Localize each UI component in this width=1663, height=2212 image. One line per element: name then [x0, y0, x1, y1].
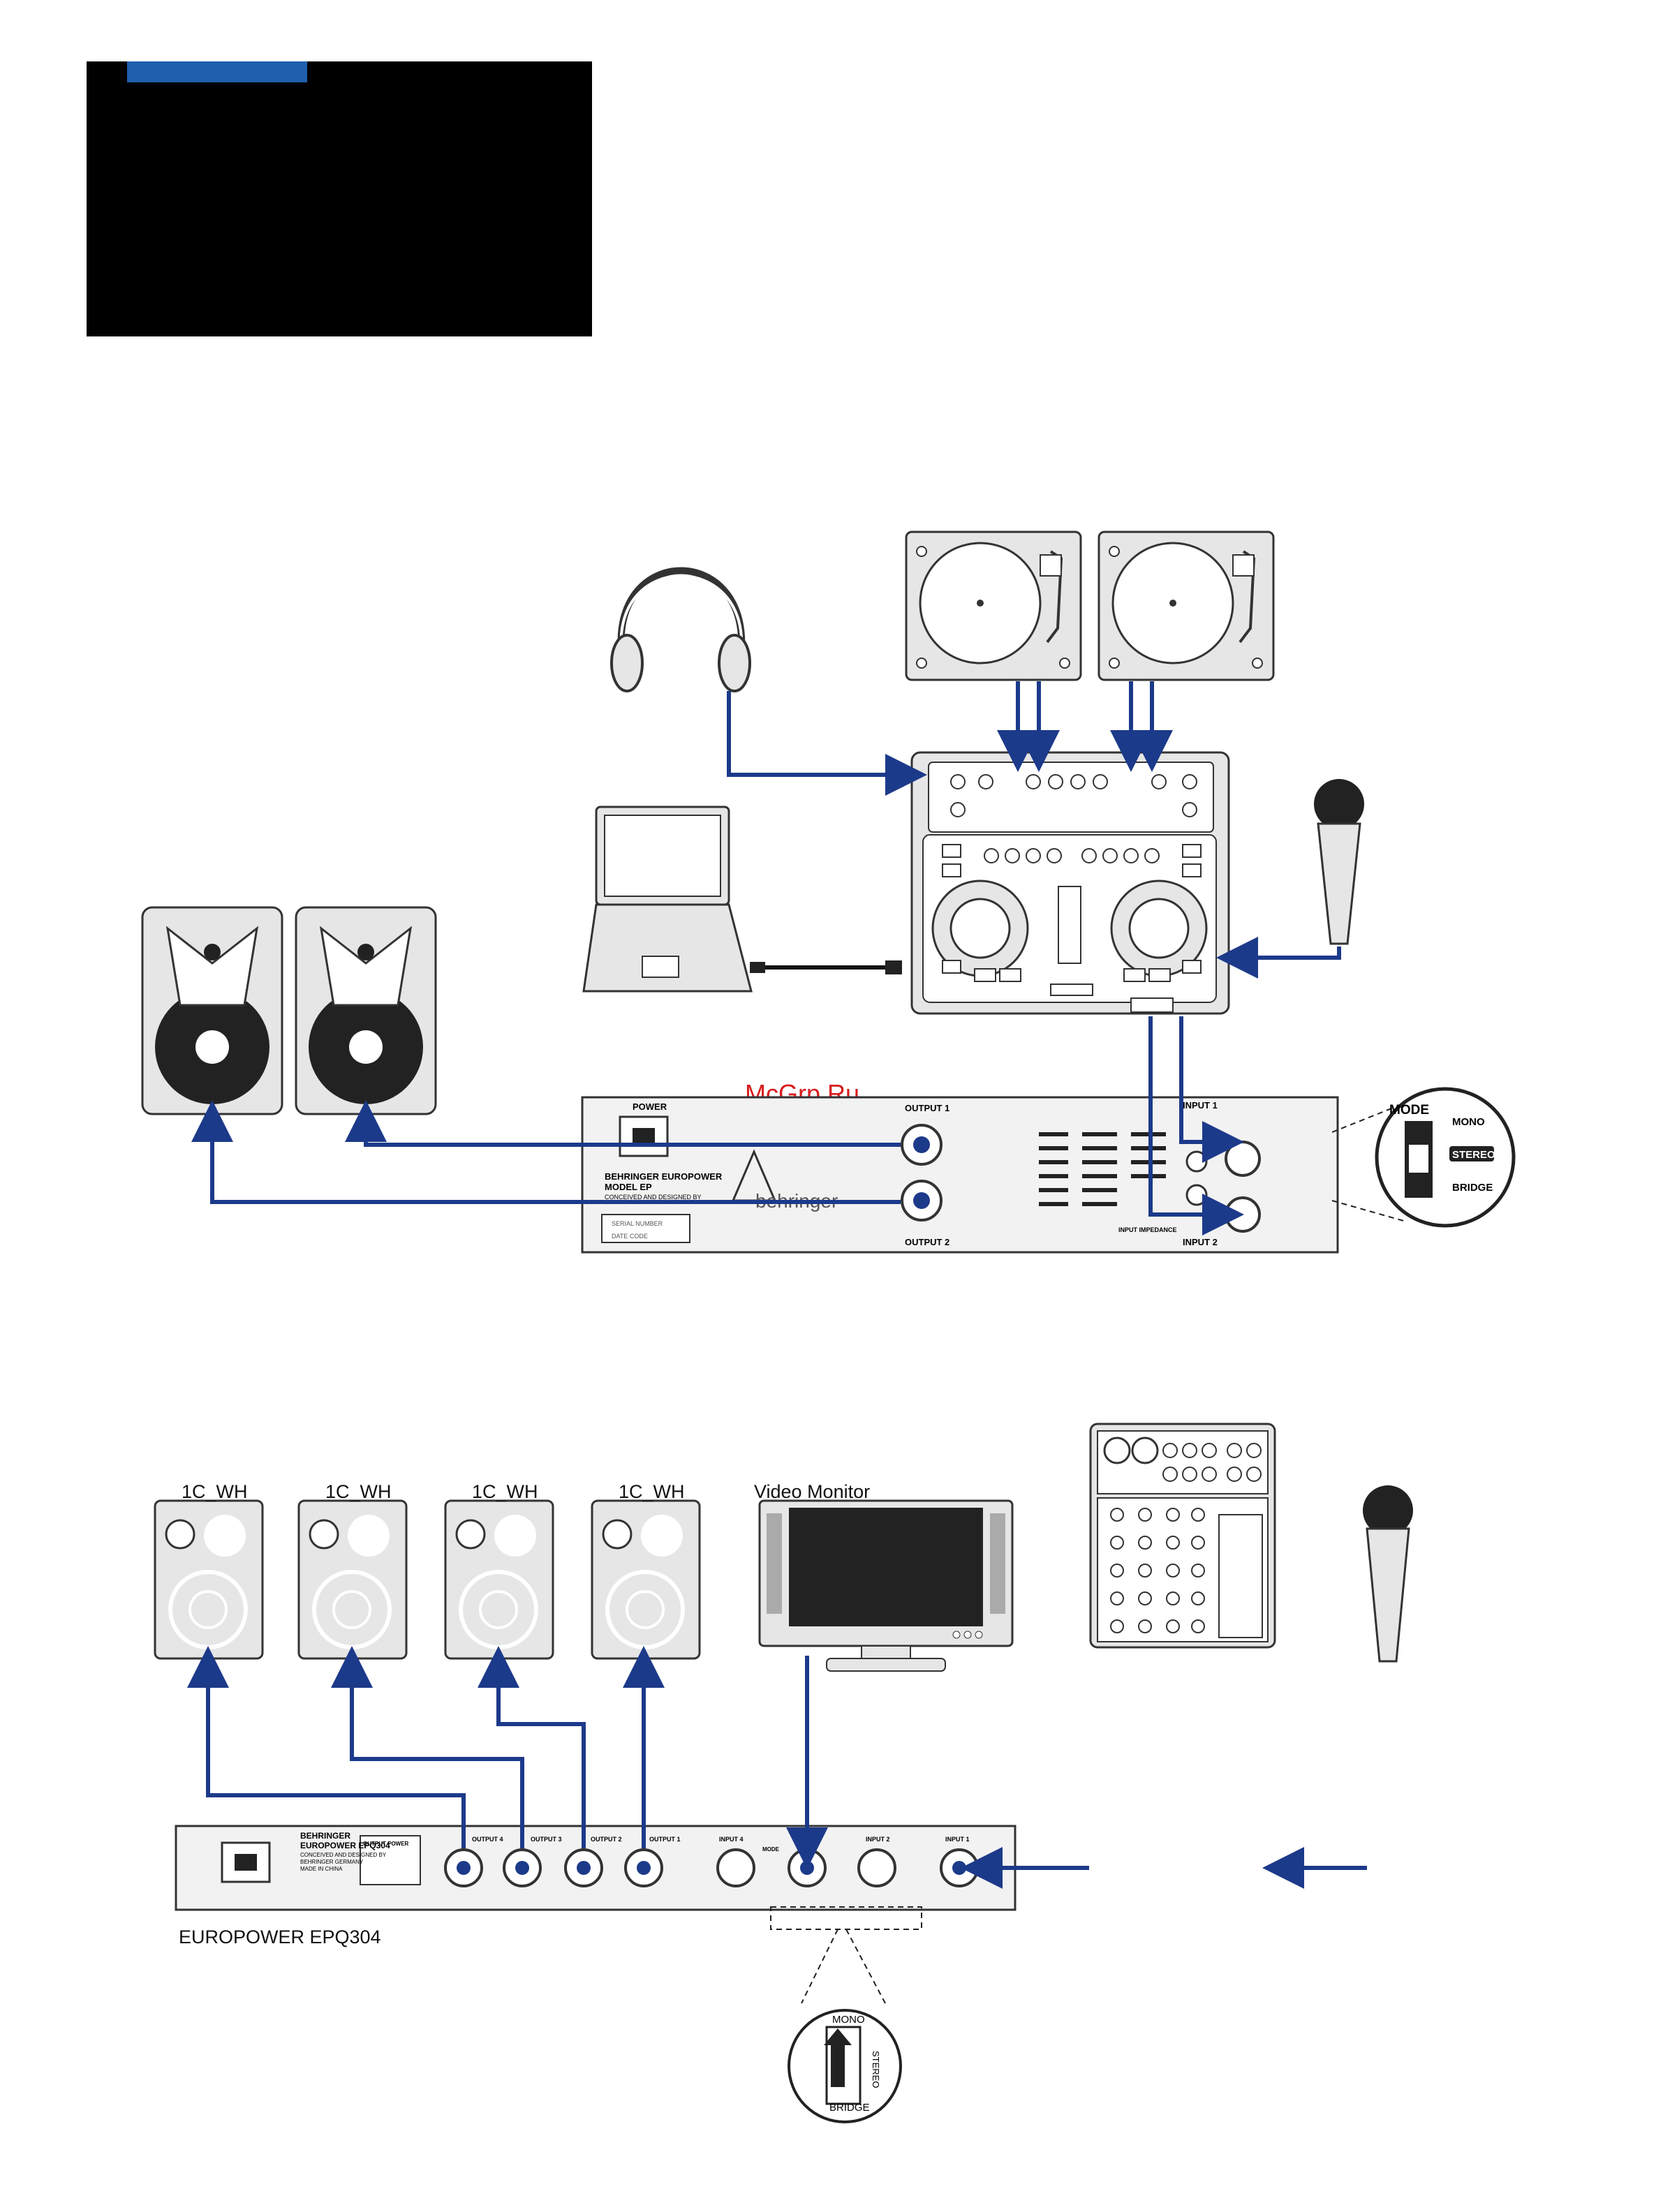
amp-output2-label: OUTPUT 2: [905, 1237, 949, 1247]
epq-brand-line5: MADE IN CHINA: [300, 1866, 343, 1872]
epq-input-1: INPUT 1: [945, 1836, 970, 1843]
usb-plug-1: [750, 962, 765, 973]
microphone-icon: [1314, 779, 1364, 945]
video-monitor-label: Video Monitor: [754, 1481, 871, 1502]
mode-bottom-bridge: BRIDGE: [829, 2102, 870, 2114]
amp-brand-line1: BEHRINGER EUROPOWER: [605, 1171, 723, 1182]
mode-callout-top: [1331, 1087, 1516, 1228]
cables-bottom: [187, 1646, 1367, 1889]
video-monitor: [758, 1499, 1014, 1672]
speaker-bottom-2: [297, 1499, 408, 1660]
epq-brand-line3: CONCEIVED AND DESIGNED BY: [300, 1852, 387, 1858]
amp-brand-line2: MODEL EP: [605, 1182, 652, 1192]
mode-bottom-stereo: STEREO: [871, 2051, 881, 2088]
speaker-label-4: 1C_WH: [619, 1481, 685, 1502]
amp-input2-label: INPUT 2: [1183, 1237, 1218, 1247]
turntable-2: [1097, 530, 1275, 681]
epq-brand-line2: EUROPOWER EPQ304: [300, 1841, 390, 1850]
epq-output-power: OUTPUT POWER: [363, 1841, 409, 1847]
speaker-label-3: 1C_WH: [472, 1481, 538, 1502]
speaker-bottom-1: [154, 1499, 264, 1660]
cables-top: [191, 681, 1341, 1235]
mode-bridge: BRIDGE: [1452, 1182, 1493, 1194]
speaker-top-2: [295, 906, 437, 1115]
amp-output1-label: OUTPUT 1: [905, 1103, 949, 1113]
epq-mode: MODE: [762, 1846, 780, 1853]
speaker-bottom-4: [591, 1499, 701, 1660]
amp-input-impedance: INPUT IMPEDANCE: [1118, 1226, 1177, 1233]
epq-input-4: INPUT 4: [719, 1836, 744, 1843]
mode-stereo: STEREO: [1452, 1149, 1495, 1161]
speaker-top-1: [141, 906, 283, 1115]
mode-title: MODE: [1389, 1103, 1429, 1118]
epq-brand-line4: BEHRINGER GERMANY: [300, 1859, 364, 1865]
turntable-1: [905, 530, 1082, 681]
speaker-label-1: 1C_WH: [182, 1481, 248, 1502]
amp-serial: SERIAL NUMBER: [612, 1220, 663, 1227]
laptop-icon: [582, 806, 753, 993]
small-mixer: [1089, 1423, 1276, 1649]
epq-output-2: OUTPUT 2: [591, 1836, 622, 1843]
dj-mixer: [910, 751, 1230, 1015]
speaker-label-2: 1C_WH: [325, 1481, 392, 1502]
amplifier-epq304: [175, 1825, 1017, 1911]
microphone-bottom-icon: [1363, 1485, 1413, 1663]
header-accent-bar: [127, 61, 307, 82]
amp-input1-label: INPUT 1: [1183, 1100, 1218, 1111]
amp-caption: EUROPOWER EPQ304: [179, 1927, 381, 1947]
amp-date-code: DATE CODE: [612, 1233, 648, 1240]
epq-output-4: OUTPUT 4: [472, 1836, 503, 1843]
mode-callout-bottom: [770, 1906, 922, 2123]
epq-input-2: INPUT 2: [866, 1836, 890, 1843]
mode-bottom-mono: MONO: [832, 2014, 865, 2026]
speaker-bottom-3: [444, 1499, 554, 1660]
epq-output-1: OUTPUT 1: [649, 1836, 681, 1843]
header-block: [87, 61, 592, 336]
epq-brand-line1: BEHRINGER: [300, 1831, 350, 1841]
amp-brand-line3: CONCEIVED AND DESIGNED BY: [605, 1194, 702, 1201]
mode-mono: MONO: [1452, 1116, 1485, 1128]
headphones-icon: [610, 567, 751, 692]
amp-power-label: POWER: [633, 1101, 667, 1112]
usb-plug-2: [885, 960, 902, 974]
epq-output-3: OUTPUT 3: [531, 1836, 562, 1843]
